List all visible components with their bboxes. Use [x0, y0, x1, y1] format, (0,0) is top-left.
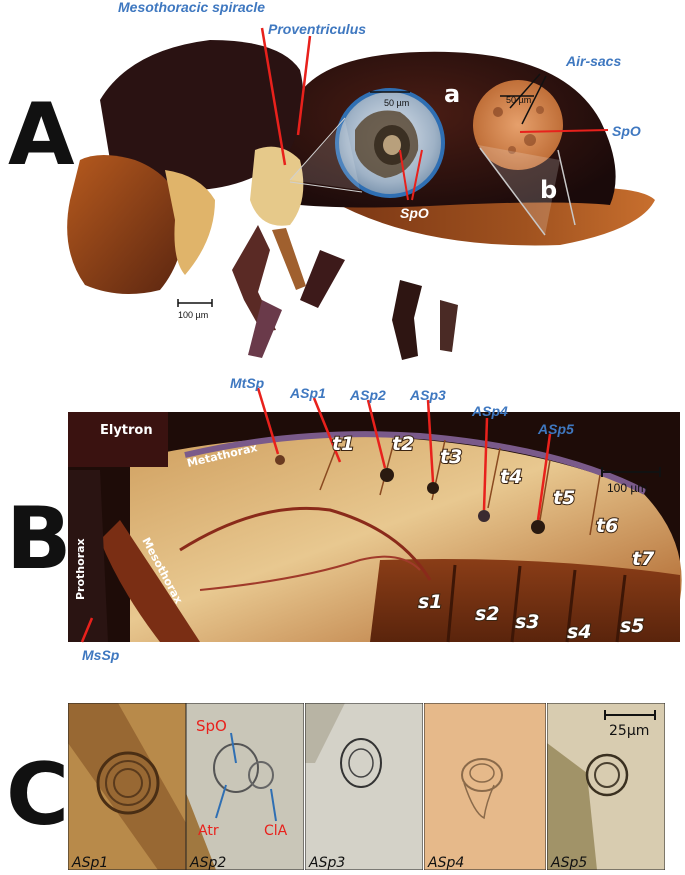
- sternite-label: s1: [418, 591, 443, 613]
- pointer-asp2: [366, 399, 387, 469]
- tergite-label: t2: [392, 433, 414, 455]
- pointer-asp1: [312, 397, 342, 463]
- label-c-cla: ClA: [264, 823, 288, 839]
- label-c-atr: Atr: [198, 823, 219, 839]
- pointer-mssp: [80, 617, 94, 643]
- label-asp5: ASp5: [537, 421, 574, 437]
- label-asp4: ASp4: [471, 403, 508, 419]
- panel-a-image: 50 µm 50 µm Mesothoracic spiracle Proven…: [67, 0, 655, 360]
- pointer-c-cla: [270, 788, 277, 822]
- micrograph-asp2: SpO Atr ClA: [186, 703, 304, 870]
- micrograph-asp5: 25µm: [547, 703, 665, 870]
- micrograph-asp4: [424, 703, 546, 870]
- inset-b-scale-label: 50 µm: [506, 95, 531, 105]
- beetle-abdomen-cleared: [68, 412, 682, 643]
- spiracle-asp5: [531, 520, 545, 534]
- pointer-spo-center-1: [399, 149, 409, 201]
- micrograph-asp1: [68, 703, 186, 870]
- label-mssp: MsSp: [82, 647, 120, 663]
- label-asp2: ASp2: [349, 387, 386, 403]
- panel-letter-b: B: [6, 489, 72, 589]
- spiracle-asp4: [478, 510, 490, 522]
- pointer-spo-right: [519, 129, 609, 133]
- label-elytron: Elytron: [100, 423, 153, 438]
- pointer-proventriculus: [296, 35, 312, 136]
- tergite-label: t7: [632, 548, 655, 570]
- panel-b-image: MtSp ASp1 ASp2 ASp3 ASp4 ASp5 MsSp Elytr…: [68, 375, 682, 663]
- pointer-spo-center-2: [411, 149, 423, 201]
- spiracle-asp3: [427, 482, 439, 494]
- label-air-sacs: Air-sacs: [565, 53, 621, 69]
- tergite-label: t3: [440, 446, 462, 468]
- pointer-mesothoracic-spiracle: [260, 27, 287, 166]
- caption-asp2: ASp2: [190, 855, 227, 871]
- pointer-mtsp: [256, 387, 280, 455]
- pointer-asp5: [536, 433, 552, 521]
- pointer-c-atr: [215, 784, 227, 819]
- pointer-asp3: [426, 399, 435, 483]
- label-inset-a: a: [444, 80, 460, 108]
- label-spo-center: SpO: [400, 205, 429, 221]
- sternite-label: s2: [475, 603, 500, 625]
- beetle-lateral-view: [67, 40, 655, 360]
- pointer-asp4: [482, 417, 489, 511]
- tergite-label: t4: [500, 466, 522, 488]
- caption-asp4: ASp4: [428, 855, 465, 871]
- panel-b-scale-label: 100 µm: [607, 481, 647, 495]
- caption-asp1: ASp1: [72, 855, 109, 871]
- label-proventriculus: Proventriculus: [268, 21, 366, 37]
- sternite-label: s3: [515, 611, 540, 633]
- pointer-air-sacs-1: [509, 73, 541, 109]
- caption-asp3: ASp3: [309, 855, 346, 871]
- label-mtsp: MtSp: [230, 375, 265, 391]
- panel-letter-c: C: [6, 745, 70, 845]
- main-scale-label: 100 µm: [178, 310, 208, 320]
- tergite-label: t5: [553, 487, 575, 509]
- label-asp3: ASp3: [409, 387, 446, 403]
- inset-a-spiracle-magnified: [335, 88, 445, 198]
- label-prothorax: Prothorax: [74, 538, 87, 600]
- panel-letter-a: A: [8, 85, 75, 185]
- pointer-c-spo: [230, 732, 237, 764]
- panel-c-scale-label: 25µm: [609, 723, 649, 739]
- tergite-label: t6: [596, 515, 618, 537]
- tergite-label: t1: [332, 433, 354, 455]
- label-inset-b: b: [540, 176, 557, 204]
- label-mesothoracic-spiracle: Mesothoracic spiracle: [118, 0, 265, 15]
- inset-b-air-sacs-magnified: [473, 80, 576, 236]
- spiracle-asp2: [380, 468, 394, 482]
- pointer-air-sacs-2: [521, 75, 547, 125]
- label-spo-right: SpO: [612, 123, 641, 139]
- sternite-label: s4: [567, 621, 592, 643]
- inset-a-scale-label: 50 µm: [384, 98, 409, 108]
- spiracle-mtsp: [275, 455, 285, 465]
- caption-asp5: ASp5: [551, 855, 588, 871]
- label-c-spo: SpO: [196, 717, 227, 735]
- label-asp1: ASp1: [289, 385, 326, 401]
- micrograph-asp3: [305, 703, 423, 870]
- sternite-label: s5: [620, 615, 645, 637]
